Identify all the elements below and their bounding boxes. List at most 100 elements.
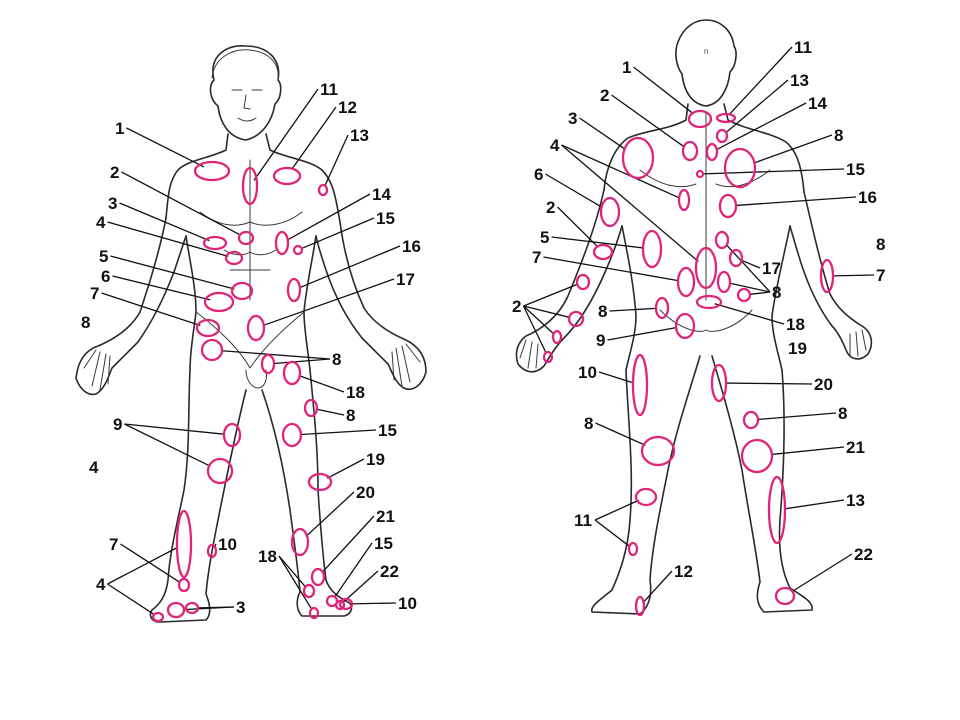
front-acupoint-2 xyxy=(237,230,255,246)
front-acupoints xyxy=(151,160,354,623)
back-leader-6 xyxy=(545,173,603,208)
back-label-5: 5 xyxy=(540,228,549,247)
back-label-8: 8 xyxy=(834,126,843,145)
back-leader-2 xyxy=(523,283,578,307)
front-label-4: 4 xyxy=(96,213,106,232)
front-acupoint-16 xyxy=(286,277,302,303)
back-label-2: 2 xyxy=(512,297,521,316)
front-leader-9 xyxy=(124,423,225,435)
front-head xyxy=(209,45,282,141)
back-acupoint-8 xyxy=(714,230,730,250)
back-acupoint-11 xyxy=(627,541,639,557)
back-acupoint-2 xyxy=(542,350,554,364)
back-leader-21 xyxy=(771,446,845,456)
back-acupoint-1 xyxy=(687,109,713,129)
front-label-18: 18 xyxy=(346,383,365,402)
back-acupoint-17 xyxy=(728,248,744,268)
front-acupoint-15 xyxy=(292,244,304,256)
front-leader-4 xyxy=(107,546,179,585)
back-acupoint-13 xyxy=(715,128,729,144)
front-leader-15 xyxy=(300,429,377,436)
back-acupoint-7 xyxy=(676,266,696,298)
back-head-mark: n xyxy=(704,47,708,56)
front-acupoint-13 xyxy=(317,183,329,197)
back-leader-13 xyxy=(725,79,789,134)
front-left-arm xyxy=(75,217,187,396)
front-chest-lines xyxy=(199,159,303,301)
back-leader-18 xyxy=(714,303,785,325)
back-label-8: 8 xyxy=(584,414,593,433)
back-right-leg xyxy=(711,355,813,613)
back-acupoint-2 xyxy=(567,310,585,328)
front-leader-4 xyxy=(107,583,156,616)
front-leader-7 xyxy=(101,292,201,327)
front-acupoint-14 xyxy=(274,230,290,256)
front-leader-18 xyxy=(299,375,345,393)
front-leader-13 xyxy=(324,134,349,187)
back-leader-7 xyxy=(832,274,875,277)
back-leader-8 xyxy=(757,412,837,421)
back-label-7: 7 xyxy=(876,266,885,285)
back-leader-8 xyxy=(609,307,657,312)
back-label-7: 7 xyxy=(532,248,541,267)
front-right-leg xyxy=(261,369,353,617)
front-acupoint-8 xyxy=(200,338,224,362)
back-label-8: 8 xyxy=(772,283,781,302)
back-leader-2 xyxy=(557,206,599,248)
back-leader-8 xyxy=(729,282,771,293)
back-leader-11 xyxy=(728,46,793,116)
back-leader-4 xyxy=(561,144,699,263)
back-leader-2 xyxy=(522,305,547,354)
back-leader-20 xyxy=(725,382,813,385)
back-label-11: 11 xyxy=(574,511,592,530)
back-leader-22 xyxy=(791,553,853,593)
back-spine-lines xyxy=(639,111,771,332)
back-torso xyxy=(621,225,791,371)
back-leader-1 xyxy=(633,66,695,115)
front-label-1: 1 xyxy=(115,119,124,138)
front-acupoint-7 xyxy=(195,318,221,338)
front-acupoint-18 xyxy=(282,360,302,386)
back-right-hand-fingers xyxy=(849,329,867,357)
back-label-8: 8 xyxy=(598,302,607,321)
back-acupoint-8 xyxy=(640,435,676,467)
front-label-19: 19 xyxy=(366,450,385,469)
back-acupoint-11 xyxy=(634,487,658,507)
back-label-22: 22 xyxy=(854,545,873,564)
back-label-13: 13 xyxy=(790,71,809,90)
back-leader-13 xyxy=(784,499,845,510)
front-left-leg xyxy=(149,369,247,623)
back-label-18: 18 xyxy=(786,315,805,334)
back-acupoint-2 xyxy=(575,273,591,291)
back-leader-14 xyxy=(716,102,807,151)
front-acupoint-4 xyxy=(175,509,193,579)
back-acupoint-2 xyxy=(551,329,563,345)
front-leader-10 xyxy=(350,602,397,605)
front-acupoint-8 xyxy=(303,398,319,418)
front-acupoint-8 xyxy=(260,353,276,375)
back-leader-3 xyxy=(579,117,626,151)
back-label-11: 11 xyxy=(794,38,812,57)
back-leader-7 xyxy=(543,256,679,282)
front-leader-9 xyxy=(124,423,210,467)
back-acupoint-4 xyxy=(677,188,691,212)
front-neck-shoulders xyxy=(165,133,341,223)
back-label-14: 14 xyxy=(808,94,827,113)
back-acupoint-15 xyxy=(695,169,705,179)
back-acupoint-8 xyxy=(723,147,757,189)
front-right-arm xyxy=(315,221,427,390)
back-body-figure: n xyxy=(515,19,873,615)
front-leader-16 xyxy=(299,245,401,289)
back-label-9: 9 xyxy=(596,331,605,350)
front-leader-21 xyxy=(321,515,375,574)
back-acupoint-8 xyxy=(654,296,670,320)
back-leader-16 xyxy=(735,196,857,207)
front-label-11: 11 xyxy=(320,80,338,99)
back-label-2: 2 xyxy=(600,86,609,105)
back-label-4: 4 xyxy=(550,136,560,155)
front-acupoint-4 xyxy=(224,250,244,266)
front-acupoint-17 xyxy=(246,314,266,342)
back-head xyxy=(675,19,737,107)
